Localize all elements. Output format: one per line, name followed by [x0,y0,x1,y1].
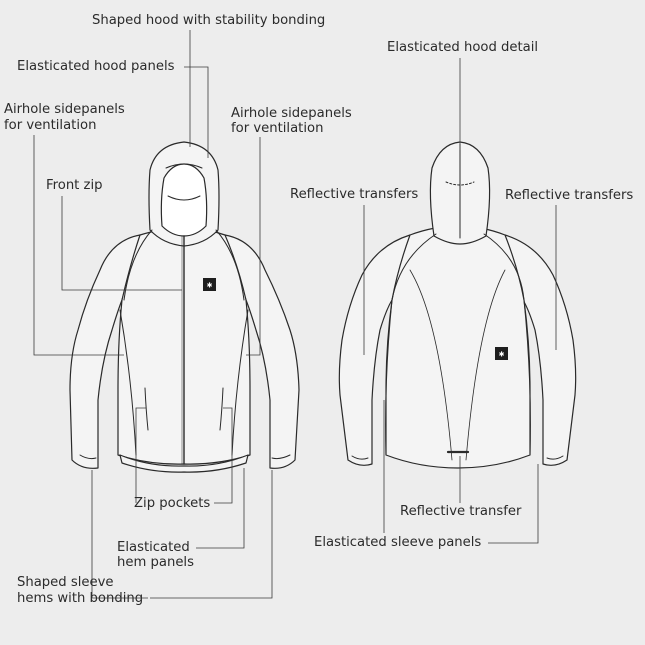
front-details [79,163,291,465]
label-elasticated-hem-line2: hem panels [117,555,194,570]
front-right-sleeve [224,234,300,469]
label-reflective-transfer: Reflective transfer [400,504,522,519]
label-elasticated-hem-line1: Elasticated [117,540,190,555]
label-shaped-sleeve-line1: Shaped sleeve [17,575,114,590]
label-shaped-hood: Shaped hood with stability bonding [92,13,326,28]
label-airhole-right-line1: Airhole sidepanels [231,106,352,121]
leader-airhole-left [33,135,124,356]
label-airhole-right-line2: for ventilation [231,121,324,136]
front-left-sleeve [69,234,141,469]
label-reflective-transfers-right: Reflective transfers [505,188,634,203]
leader-sleeve-panels-right [488,464,539,544]
leader-airhole-right [246,137,261,356]
front-logo-patch: ✱ [203,278,216,291]
leader-zip-pocket-right [214,407,233,504]
back-left-sleeve [338,234,411,466]
leader-sleeve-hems-left [91,470,148,599]
label-elasticated-hood-panels: Elasticated hood panels [17,59,175,74]
label-reflective-transfers-left: Reflective transfers [290,187,419,202]
label-shaped-sleeve-line2: hems with bonding [17,591,144,606]
label-zip-pockets: Zip pockets [134,496,211,511]
leader-hem-panels [196,468,245,549]
leader-front-zip [61,196,182,291]
back-jacket [338,141,577,469]
leader-sleeve-hems-right [150,470,273,599]
label-front-zip: Front zip [46,178,103,193]
front-hem-band [119,454,249,473]
svg-text:✱: ✱ [207,282,213,290]
label-airhole-left-line2: for ventilation [4,118,97,133]
back-details [351,143,564,461]
label-airhole-left-line1: Airhole sidepanels [4,102,125,117]
leader-lines [33,30,557,599]
label-elasticated-hood-detail: Elasticated hood detail [387,40,539,55]
leader-zip-pocket-left [135,407,146,503]
back-logo-patch: ✱ [495,347,508,360]
label-elasticated-sleeve-panels: Elasticated sleeve panels [314,535,482,550]
leader-hood-panels [184,66,209,158]
svg-text:✱: ✱ [499,351,505,359]
